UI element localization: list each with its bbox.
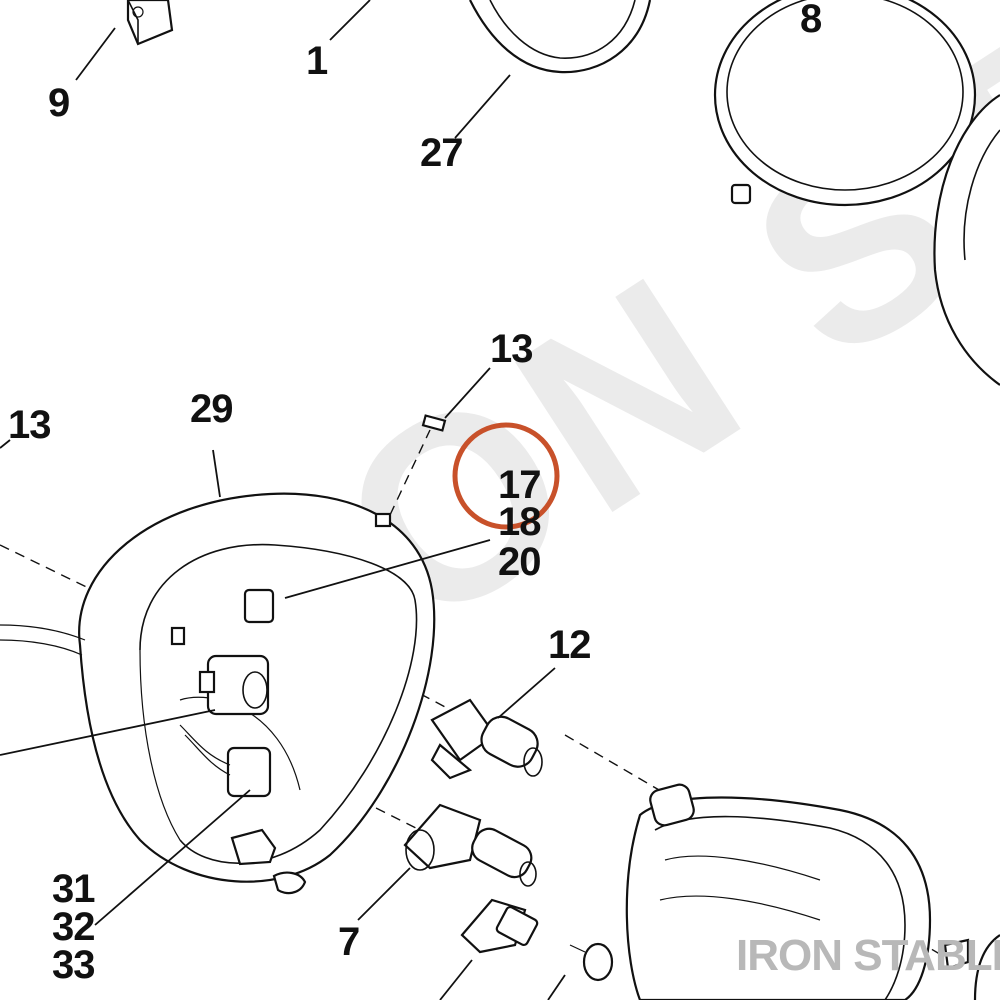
leader-bottom-b bbox=[547, 974, 566, 1000]
callout-8: 8 bbox=[800, 0, 822, 41]
brand-logo-text: IRON STABLE bbox=[736, 931, 1000, 980]
leader-12 bbox=[497, 667, 556, 719]
callout-13-right: 13 bbox=[490, 327, 533, 371]
callout-13-left: 13 bbox=[8, 403, 51, 447]
bucket-tab-top bbox=[374, 512, 392, 528]
leader-9 bbox=[75, 27, 116, 81]
part-12-h4-bulb bbox=[430, 698, 543, 780]
part-13-clip bbox=[421, 414, 447, 432]
part-8-rim bbox=[713, 0, 977, 207]
callout-18: 18 bbox=[498, 500, 541, 544]
connector-upper bbox=[243, 588, 275, 624]
part-9-block bbox=[126, 0, 174, 46]
bucket-tab bbox=[170, 626, 186, 646]
leader-27 bbox=[454, 74, 511, 139]
callout-17: 17 bbox=[498, 463, 541, 507]
part-7-bulb bbox=[403, 803, 537, 887]
part-right-housing bbox=[933, 94, 1000, 386]
callout-7: 7 bbox=[338, 920, 359, 964]
mount-ear bbox=[230, 828, 277, 866]
callout-20: 20 bbox=[498, 540, 541, 584]
part-27-trim-ring bbox=[469, 0, 652, 74]
callout-33: 33 bbox=[52, 943, 95, 987]
leader-1 bbox=[329, 0, 371, 41]
highlight-circle bbox=[452, 422, 560, 530]
part-29-headlamp-bucket bbox=[0, 492, 436, 895]
part-right-rim-bottom bbox=[973, 934, 1000, 1000]
callout-31: 31 bbox=[52, 867, 95, 911]
leader-29 bbox=[212, 449, 221, 498]
mount-ear-2 bbox=[272, 871, 307, 895]
leader-bottom-a bbox=[439, 959, 473, 1000]
leader-31-33 bbox=[94, 789, 251, 926]
leader-connector bbox=[0, 709, 216, 756]
part-position-bulb bbox=[460, 898, 614, 982]
callout-9: 9 bbox=[48, 81, 69, 125]
callout-27: 27 bbox=[420, 131, 463, 175]
callout-1: 1 bbox=[306, 39, 328, 83]
leader-13-right bbox=[444, 367, 491, 419]
connector-lower bbox=[226, 746, 272, 798]
leader-7 bbox=[357, 867, 411, 921]
part-lamp-unit bbox=[625, 783, 970, 1000]
callout-32: 32 bbox=[52, 905, 95, 949]
callout-12: 12 bbox=[548, 623, 591, 667]
connector-main bbox=[206, 654, 270, 716]
callout-29: 29 bbox=[190, 387, 233, 431]
leader-17-18-20 bbox=[284, 539, 491, 599]
leader-13-left bbox=[0, 439, 11, 449]
